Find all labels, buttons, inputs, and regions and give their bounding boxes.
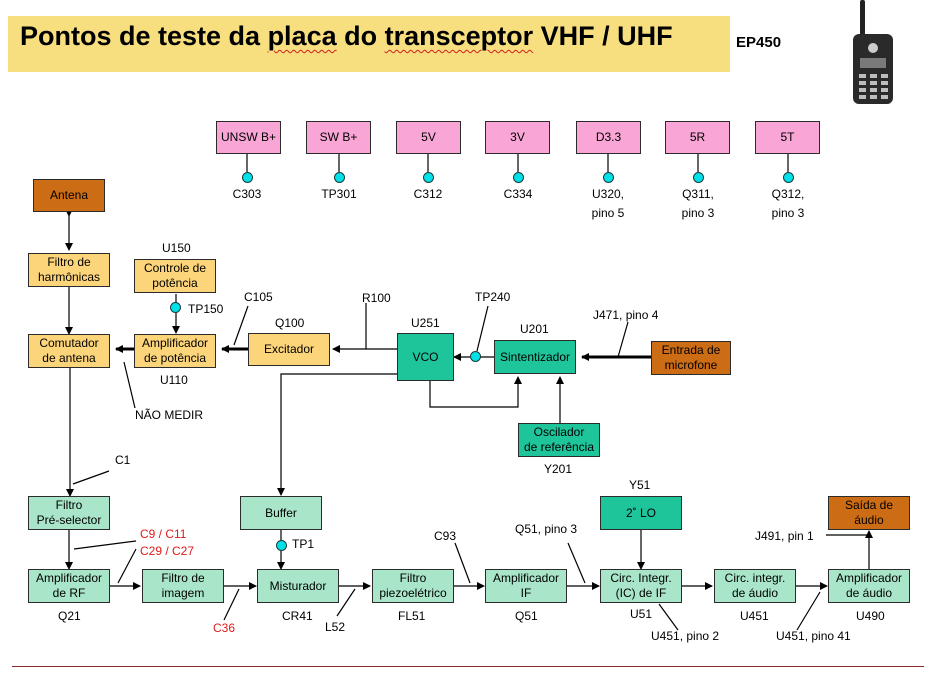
test-point-dot [334, 172, 345, 183]
radio-icon [853, 0, 893, 104]
label-j471: J471, pino 4 [593, 308, 659, 322]
label-c9-c11: C9 / C11 [140, 527, 187, 541]
synthesizer-block: Sintentizador [494, 340, 576, 374]
supply-5r: 5R [665, 121, 730, 154]
label-tp150: TP150 [188, 302, 224, 316]
label-nao-medir: NÃO MEDIR [135, 408, 204, 422]
label-y51: Y51 [629, 478, 651, 492]
test-point-dot-tp1 [276, 540, 287, 551]
test-point-dot-tp240 [470, 351, 481, 362]
supply-ref-c303: C303 [232, 187, 262, 201]
supply-ref-tp301: TP301 [321, 187, 357, 201]
label-u150: U150 [162, 241, 191, 255]
mixer-block: Misturador [257, 569, 339, 603]
test-point-dot-tp150 [170, 302, 181, 313]
test-point-dot [693, 172, 704, 183]
supply-unsw-b-plus: UNSW B+ [216, 121, 281, 154]
test-point-dot [603, 172, 614, 183]
label-u110: U110 [160, 373, 188, 387]
label-tp1: TP1 [292, 537, 315, 551]
label-fl51: FL51 [398, 609, 426, 623]
label-q21: Q21 [58, 609, 81, 623]
model-label: EP450 [736, 34, 782, 51]
label-c36: C36 [213, 621, 236, 635]
label-tp240: TP240 [475, 290, 511, 304]
label-l52: L52 [325, 620, 346, 634]
label-q51-pino3: Q51, pino 3 [515, 522, 578, 536]
label-y201: Y201 [544, 462, 573, 476]
supply-5v: 5V [396, 121, 461, 154]
audio-ic-block: Circ. integr.de áudio [714, 569, 796, 603]
label-cr41: CR41 [282, 609, 313, 623]
supply-ref-u320: U320,pino 5 [591, 187, 625, 221]
buffer-block: Buffer [240, 496, 322, 530]
label-u51: U51 [630, 607, 653, 621]
supply-ref-q311: Q311,pino 3 [681, 187, 715, 221]
label-j491: J491, pin 1 [755, 529, 814, 543]
label-u451-pino41: U451, pino 41 [776, 629, 851, 643]
supply-3v: 3V [485, 121, 550, 154]
label-c1: C1 [115, 453, 131, 467]
label-u251: U251 [411, 316, 440, 330]
label-u490: U490 [856, 609, 885, 623]
supply-ref-c334: C334 [503, 187, 533, 201]
supply-5t: 5T [755, 121, 820, 154]
test-point-dot [513, 172, 524, 183]
label-u451: U451 [740, 609, 769, 623]
supply-ref-q312: Q312,pino 3 [771, 187, 805, 221]
label-r100: R100 [362, 291, 391, 305]
antenna-block: Antena [33, 179, 105, 212]
label-u451-pino2: U451, pino 2 [651, 629, 720, 643]
test-point-dot [423, 172, 434, 183]
supply-d3-3: D3.3 [576, 121, 641, 154]
bottom-divider [12, 666, 924, 667]
second-lo-block: 2˚ LO [600, 496, 682, 530]
exciter-block: Excitador [248, 333, 330, 366]
title-banner: Pontos de teste da placa do transceptor … [8, 16, 730, 72]
if-ic-block: Circ. Integr.(IC) de IF [600, 569, 682, 603]
label-c105: C105 [244, 290, 273, 304]
test-point-dot [242, 172, 253, 183]
page-title: Pontos de teste da placa do transceptor … [20, 21, 673, 51]
supply-sw-b-plus: SW B+ [306, 121, 371, 154]
test-point-dot [783, 172, 794, 183]
label-q51: Q51 [515, 609, 538, 623]
label-u201: U201 [520, 322, 549, 336]
vco-block: VCO [397, 333, 454, 381]
label-q100: Q100 [275, 316, 305, 330]
supply-ref-c312: C312 [413, 187, 443, 201]
label-c93: C93 [434, 529, 457, 543]
label-c29-c27: C29 / C27 [140, 544, 195, 558]
